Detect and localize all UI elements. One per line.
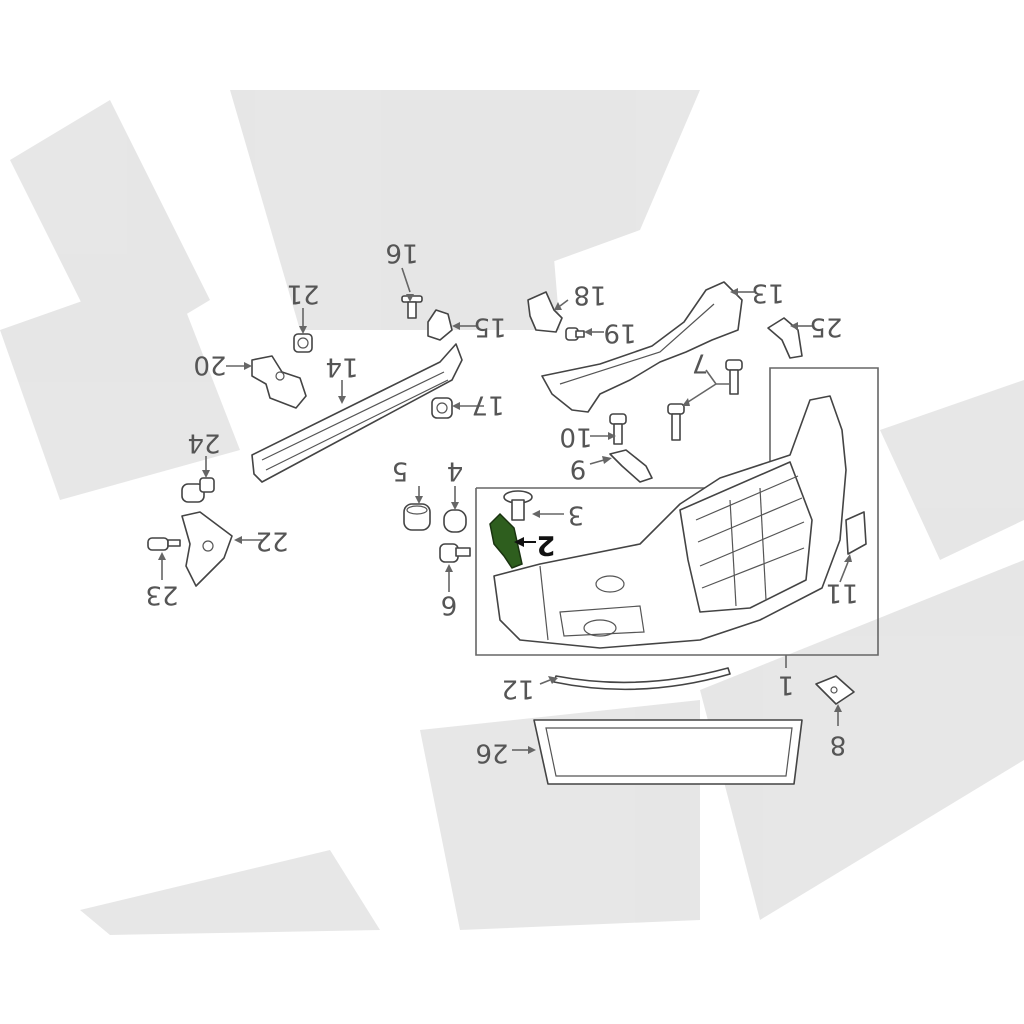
callout-9: 9 [570, 454, 587, 484]
callout-21: 21 [286, 279, 319, 309]
part-4-cap [443, 509, 467, 533]
callout-18: 18 [573, 280, 606, 310]
callout-7: 7 [692, 348, 709, 378]
part-22-side-bracket [181, 511, 233, 587]
callout-24: 24 [187, 428, 220, 458]
callout-22: 22 [255, 526, 288, 556]
callout-3: 3 [568, 500, 585, 530]
part-21-nut [293, 333, 313, 353]
part-3-clip [503, 490, 533, 521]
part-11-cover [845, 511, 867, 555]
part-5-grommet [403, 503, 431, 531]
callout-20: 20 [193, 350, 226, 380]
callout-labels: 16 21 15 20 14 17 24 22 23 5 4 6 3 2 11 … [145, 238, 858, 768]
part-7-bolts [667, 359, 743, 441]
watermark [0, 90, 1024, 935]
part-17-nut [431, 397, 453, 419]
callout-17: 17 [471, 390, 504, 420]
part-20-beam-mount [251, 355, 307, 409]
callout-25: 25 [809, 312, 842, 342]
part-6-screw [439, 543, 471, 563]
callout-1: 1 [778, 670, 795, 700]
callout-26: 26 [475, 738, 508, 768]
callout-6: 6 [441, 590, 458, 620]
part-25-bracket [767, 317, 803, 359]
part-8-clip-nut [815, 675, 855, 705]
callout-16: 16 [385, 238, 418, 268]
callout-23: 23 [145, 580, 178, 610]
callout-2: 2 [537, 530, 556, 561]
callout-15: 15 [473, 312, 506, 342]
callout-14: 14 [325, 352, 358, 382]
part-10-bolt [609, 413, 627, 445]
part-15-clip [427, 309, 453, 341]
part-1-bumper-cover [493, 395, 847, 649]
part-19-screw [565, 327, 585, 341]
part-26-lower-grille-frame [533, 719, 803, 785]
part-23-screw [147, 537, 181, 551]
callout-8: 8 [830, 730, 847, 760]
part-13-upper-carrier [541, 281, 743, 413]
callout-19: 19 [603, 318, 636, 348]
callout-12: 12 [501, 674, 534, 704]
part-9-bracket [609, 449, 653, 483]
part-2-bracket-highlighted [489, 512, 523, 569]
callout-11: 11 [825, 578, 858, 608]
callout-10: 10 [559, 422, 592, 452]
callout-4: 4 [447, 456, 464, 486]
leader-lines [158, 267, 852, 754]
part-14-impact-beam [251, 343, 463, 483]
callout-5: 5 [392, 456, 409, 486]
part-12-trim-strip [553, 667, 731, 691]
callout-13: 13 [751, 278, 784, 308]
part-24-plug [181, 477, 215, 503]
part-18-bracket [527, 291, 563, 333]
part-16-bolt [401, 295, 423, 319]
